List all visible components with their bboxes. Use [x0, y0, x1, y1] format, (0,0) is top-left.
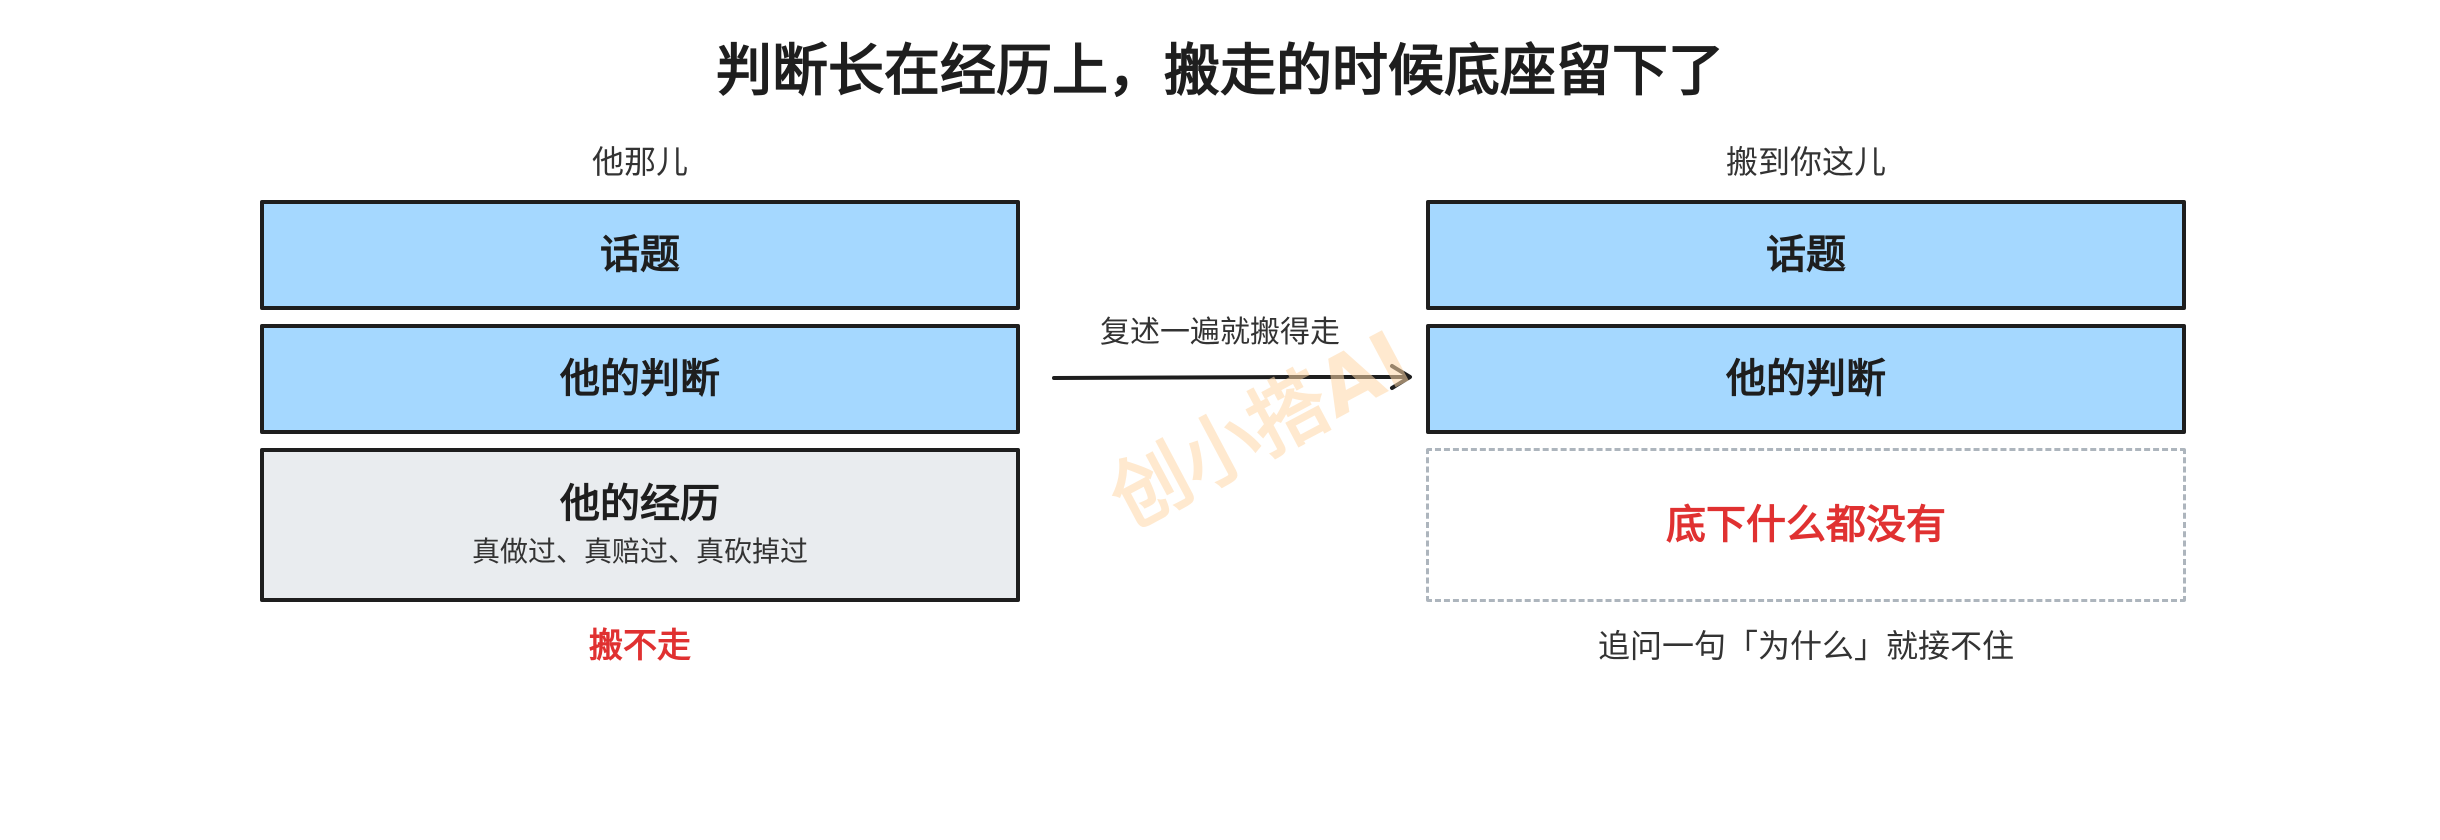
right-arrow-icon — [1052, 364, 1412, 390]
left-experience-box: 他的经历 真做过、真赔过、真砍掉过 — [260, 448, 1020, 602]
left-topic-label: 话题 — [600, 232, 680, 278]
right-empty-label: 底下什么都没有 — [1666, 502, 1946, 548]
left-judgment-label: 他的判断 — [560, 356, 720, 402]
right-judgment-box: 他的判断 — [1426, 324, 2186, 434]
right-topic-box: 话题 — [1426, 200, 2186, 310]
left-judgment-box: 他的判断 — [260, 324, 1020, 434]
left-experience-label: 他的经历 — [560, 481, 720, 527]
left-footer: 搬不走 — [589, 626, 691, 666]
arrow-label: 复述一遍就搬得走 — [1100, 315, 1340, 350]
right-column-caption: 搬到你这儿 — [1725, 143, 1886, 181]
left-experience-sublabel: 真做过、真赔过、真砍掉过 — [471, 535, 808, 568]
right-footer: 追问一句「为什么」就接不住 — [1597, 627, 2014, 665]
right-empty-box: 底下什么都没有 — [1426, 448, 2186, 602]
page-title: 判断长在经历上，搬走的时候底座留下了 — [716, 39, 1724, 104]
right-topic-label: 话题 — [1766, 232, 1846, 278]
left-column-caption: 他那儿 — [591, 143, 688, 181]
left-topic-box: 话题 — [260, 200, 1020, 310]
right-judgment-label: 他的判断 — [1726, 356, 1886, 402]
